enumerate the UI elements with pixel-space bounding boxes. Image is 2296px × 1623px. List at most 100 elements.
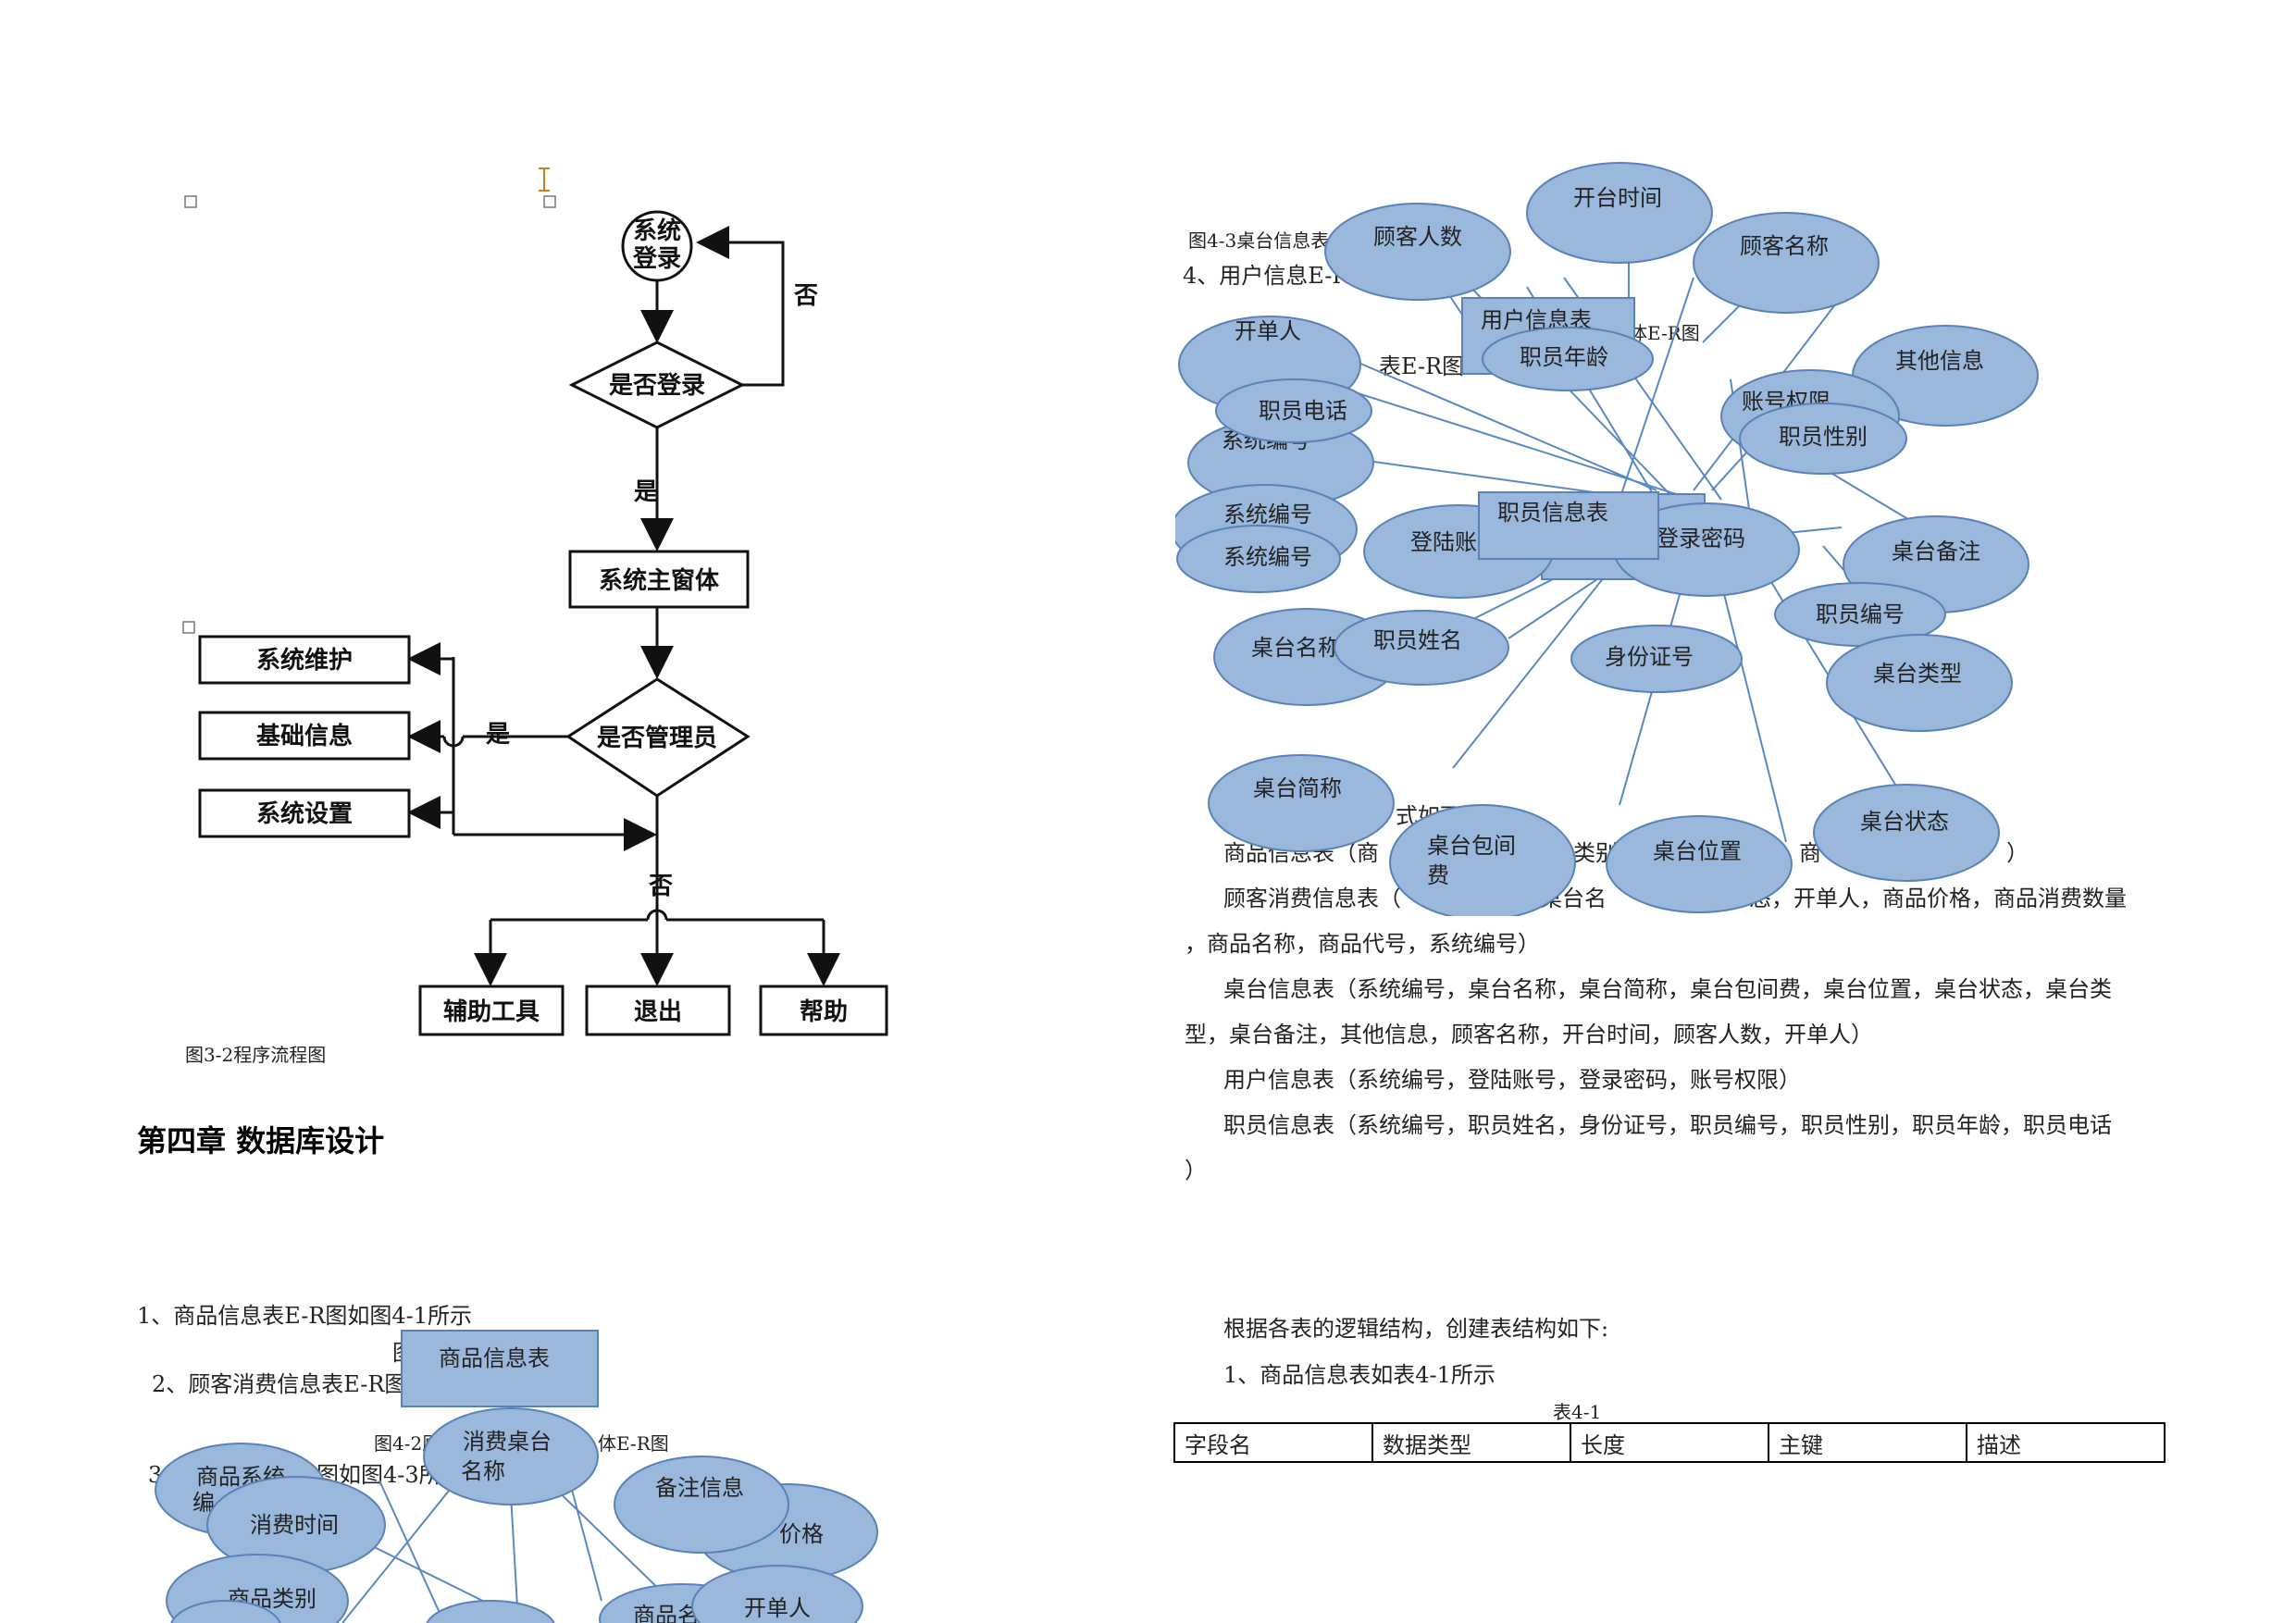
attr-text: 消费桌台 bbox=[463, 1429, 552, 1455]
main-window-node bbox=[568, 550, 750, 609]
header-description: 描述 bbox=[1966, 1422, 2166, 1463]
left-line-1: 1、商品信息表E-R图如图4-1所示 bbox=[137, 1303, 473, 1329]
table-desc-consume-rest: 态，开单人，商品价格，商品消费数量 bbox=[1749, 886, 2127, 911]
er-fragment-1: 体E-R图 bbox=[1629, 322, 1700, 344]
table-desc-consume-start: 顾客消费信息表（ bbox=[1223, 886, 1401, 911]
table-desc-goods-tail: ） bbox=[2006, 840, 2029, 866]
field-table: 字段名 数据类型 长度 主键 描述 bbox=[1173, 1422, 2166, 1463]
selection-handle[interactable] bbox=[182, 621, 195, 634]
tools-label: 辅助工具 bbox=[443, 998, 540, 1026]
attr-text: 桌台位置 bbox=[1653, 838, 1742, 864]
attr-text: 职员电话 bbox=[1259, 398, 1347, 424]
attr-text: 价格 bbox=[779, 1521, 824, 1547]
attr-text: 职员编号 bbox=[1816, 601, 1905, 627]
er-attribute bbox=[1570, 625, 1743, 693]
system-settings-label: 系统设置 bbox=[256, 799, 353, 828]
basic-info-node bbox=[198, 711, 411, 761]
er-attribute bbox=[691, 1565, 863, 1623]
attr-text: 系统编号 bbox=[1223, 544, 1312, 570]
basic-info-label: 基础信息 bbox=[256, 722, 353, 750]
text-cursor-icon bbox=[539, 167, 550, 192]
attr-text: 职员性别 bbox=[1779, 424, 1868, 450]
yes-label-2: 是 bbox=[486, 721, 510, 749]
header-field-name: 字段名 bbox=[1173, 1422, 1373, 1463]
attr-text: 桌台状态 bbox=[1860, 809, 1949, 835]
attr-text: 桌台简称 bbox=[1253, 775, 1342, 801]
table-desc-desk-line2: 型，桌台备注，其他信息，顾客名称，开台时间，顾客人数，开单人） bbox=[1185, 1022, 1873, 1047]
attr-text: 桌台备注 bbox=[1892, 539, 1980, 564]
attr-text: 其他信息 bbox=[1895, 348, 1984, 374]
is-admin-label: 是否管理员 bbox=[597, 725, 717, 752]
attr-text: 身份证号 bbox=[1605, 644, 1694, 670]
table-desc-staff: 职员信息表（系统编号，职员姓名，身份证号，职员编号，职员性别，职员年龄，职员电话 bbox=[1223, 1112, 2112, 1138]
attr-text: 职员年龄 bbox=[1520, 344, 1608, 370]
left-line-3: 2、顾客消费信息表E-R图 bbox=[152, 1371, 407, 1397]
er-attribute bbox=[1693, 212, 1880, 314]
no-label-1: 否 bbox=[794, 282, 818, 310]
left-line-4-suffix: 体E-R图 bbox=[598, 1432, 669, 1455]
selection-handle[interactable] bbox=[184, 195, 197, 208]
table-header-row: 字段名 数据类型 长度 主键 描述 bbox=[1173, 1422, 2166, 1463]
user-er-line: 4、用户信息E-R bbox=[1183, 263, 1349, 289]
er-attribute bbox=[1606, 815, 1793, 913]
table-desc-desk: 桌台信息表（系统编号，桌台名称，桌台简称，桌台包间费，桌台位置，桌台状态，桌台类 bbox=[1223, 976, 2112, 1002]
chapter-title: 第四章 数据库设计 bbox=[137, 1123, 385, 1158]
staff-entity-label: 职员信息表 bbox=[1497, 500, 1608, 526]
attr-text: 备注信息 bbox=[655, 1475, 744, 1501]
table-caption: 表4-1 bbox=[1553, 1401, 1602, 1423]
header-length: 长度 bbox=[1570, 1422, 1769, 1463]
attr-text: 桌台名称 bbox=[1251, 635, 1340, 661]
goods-entity-label: 商品信息表 bbox=[439, 1345, 550, 1371]
er-attribute bbox=[1826, 634, 2013, 732]
attr-text: 登录密码 bbox=[1657, 526, 1745, 551]
attr-text: 桌台包间 bbox=[1427, 833, 1516, 859]
er-attribute bbox=[423, 1407, 599, 1505]
attr-text: 名称 bbox=[461, 1458, 505, 1484]
login-node-line1: 系统 bbox=[633, 217, 681, 245]
yes-label-1: 是 bbox=[634, 478, 658, 506]
er-attribute bbox=[1813, 784, 2000, 882]
system-maintenance-label: 系统维护 bbox=[256, 646, 353, 675]
is-login-label: 是否登录 bbox=[609, 371, 705, 400]
attr-text: 职员姓名 bbox=[1373, 627, 1462, 653]
er-attribute bbox=[1389, 804, 1576, 916]
er-fragment-2: 表E-R图 bbox=[1379, 353, 1465, 379]
help-label: 帮助 bbox=[800, 998, 848, 1026]
attr-text: 顾客人数 bbox=[1373, 224, 1462, 250]
er-attribute bbox=[1739, 403, 1907, 475]
er-attribute bbox=[1208, 754, 1395, 852]
flowchart-caption: 图3-2程序流程图 bbox=[185, 1044, 327, 1066]
er-attribute bbox=[1334, 610, 1509, 686]
er-attribute bbox=[170, 1600, 281, 1623]
er-attribute bbox=[1215, 378, 1372, 443]
goods-entity bbox=[401, 1330, 599, 1407]
logic-intro: 根据各表的逻辑结构，创建表结构如下: bbox=[1223, 1316, 1609, 1342]
selection-handle[interactable] bbox=[543, 195, 556, 208]
system-settings-node bbox=[198, 788, 411, 838]
attr-text: 顾客名称 bbox=[1740, 233, 1829, 259]
tools-node bbox=[418, 985, 565, 1036]
table-desc-consume-line2: ，商品名称，商品代号，系统编号） bbox=[1185, 931, 1540, 957]
help-node bbox=[759, 985, 888, 1036]
desk-user-staff-er-diagram: 开单人 系统编号 系统编号 系统编号 职员电话 顾客人数 开台时间 顾客名称 其… bbox=[1175, 162, 2039, 916]
header-primary-key: 主键 bbox=[1768, 1422, 1967, 1463]
attr-text: 商品名 bbox=[633, 1603, 700, 1623]
caption-4-3: 图4-3桌台信息表 bbox=[1188, 229, 1330, 252]
header-data-type: 数据类型 bbox=[1371, 1422, 1571, 1463]
staff-entity bbox=[1478, 491, 1659, 560]
program-flowchart: 系统 登录 是否登录 否 是 系统主窗体 是否管理员 是 系统维护 基础信息 系… bbox=[182, 167, 888, 1036]
no-label-2: 否 bbox=[649, 873, 673, 900]
attr-text: 开单人 bbox=[1235, 318, 1301, 344]
login-node-line2: 登录 bbox=[632, 244, 681, 273]
table-intro: 1、商品信息表如表4-1所示 bbox=[1223, 1362, 1496, 1388]
system-maintenance-node bbox=[198, 635, 411, 685]
attr-text: 登陆账 bbox=[1410, 529, 1477, 555]
exit-node bbox=[585, 985, 731, 1036]
er-attribute bbox=[1526, 162, 1713, 264]
table-desc-user: 用户信息表（系统编号，登陆账号，登录密码，账号权限） bbox=[1223, 1067, 1801, 1093]
er-attribute bbox=[1324, 203, 1511, 301]
attr-text: 开单人 bbox=[744, 1595, 811, 1621]
er-attribute bbox=[426, 1600, 555, 1623]
attr-text: 消费时间 bbox=[250, 1512, 339, 1538]
main-window-label: 系统主窗体 bbox=[599, 566, 720, 595]
